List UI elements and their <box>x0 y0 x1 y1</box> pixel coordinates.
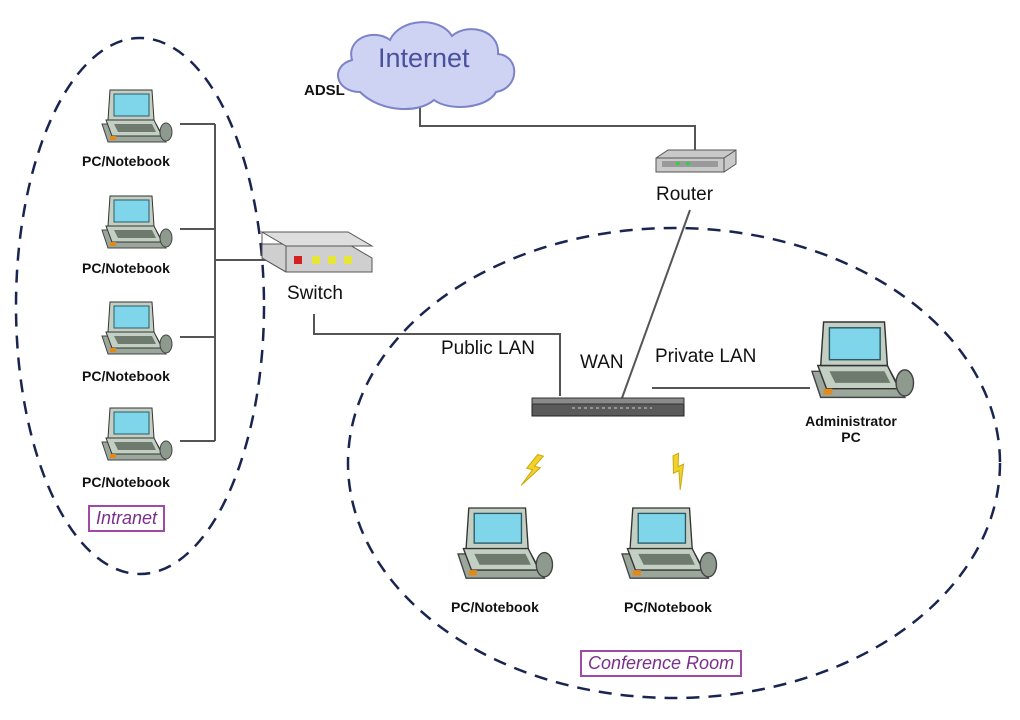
intranet-laptop-2 <box>102 196 172 248</box>
switch-label: Switch <box>287 283 343 305</box>
intranet-device-label: PC/Notebook <box>82 153 170 169</box>
admin-pc-laptop <box>812 322 914 397</box>
switch-device <box>262 232 372 272</box>
wireless-bolt-right <box>666 453 693 490</box>
router-to-gateway-link <box>622 210 690 398</box>
conference-laptop-2 <box>622 508 717 578</box>
intranet-wiring <box>180 124 268 441</box>
public-lan-label: Public LAN <box>441 338 535 360</box>
router-device <box>656 150 736 172</box>
gateway-device <box>532 398 684 416</box>
intranet-group-label: Intranet <box>88 505 165 532</box>
intranet-laptop-4 <box>102 408 172 460</box>
admin-pc-label: Administrator PC <box>796 413 906 445</box>
intranet-device-label: PC/Notebook <box>82 368 170 384</box>
intranet-device-label: PC/Notebook <box>82 474 170 490</box>
admin-pc-label-line1: Administrator <box>796 413 906 429</box>
intranet-device-label: PC/Notebook <box>82 260 170 276</box>
internet-to-router-link <box>420 100 695 154</box>
conference-laptop-1 <box>458 508 553 578</box>
internet-label: Internet <box>378 43 470 74</box>
private-lan-label: Private LAN <box>655 346 756 368</box>
wan-label: WAN <box>580 352 624 374</box>
adsl-label: ADSL <box>304 82 345 99</box>
conference-room-group-label: Conference Room <box>580 650 742 677</box>
conference-device-label: PC/Notebook <box>624 599 712 615</box>
intranet-laptop-3 <box>102 302 172 354</box>
admin-pc-label-line2: PC <box>796 429 906 445</box>
conference-device-label: PC/Notebook <box>451 599 539 615</box>
router-label: Router <box>656 184 713 206</box>
wireless-bolt-left <box>521 453 543 489</box>
intranet-laptop-1 <box>102 90 172 142</box>
